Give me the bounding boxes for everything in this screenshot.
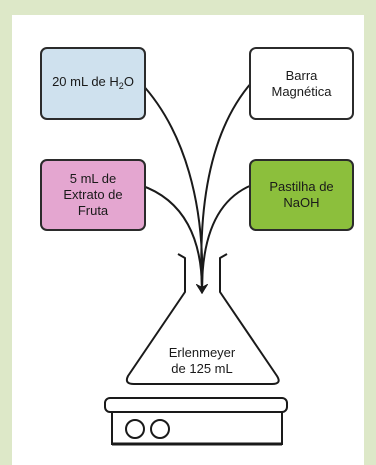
water-box: 20 mL de H2O [40, 47, 146, 120]
fruit-extract-box: 5 mL de Extrato de Fruta [40, 159, 146, 231]
stir-bar-box: Barra Magnética [249, 47, 354, 120]
stir-bar-label: Barra Magnética [271, 67, 332, 99]
knob-icon [150, 419, 170, 439]
erlenmeyer-flask-icon [125, 253, 280, 385]
flask-label: Erlenmeyer de 125 mL [168, 345, 236, 376]
curved-arrow-icon [196, 184, 253, 294]
water-label: 20 mL de H2O [52, 73, 134, 91]
curved-arrow-icon [139, 81, 209, 294]
knob-icon [125, 419, 145, 439]
fruit-extract-label: 5 mL de Extrato de Fruta [63, 171, 123, 218]
naoh-box: Pastilha de NaOH [249, 159, 354, 231]
naoh-label: Pastilha de NaOH [269, 179, 334, 210]
stirrer-plate-icon [104, 397, 288, 446]
curved-arrow-icon [195, 81, 253, 294]
curved-arrow-icon [139, 184, 208, 294]
